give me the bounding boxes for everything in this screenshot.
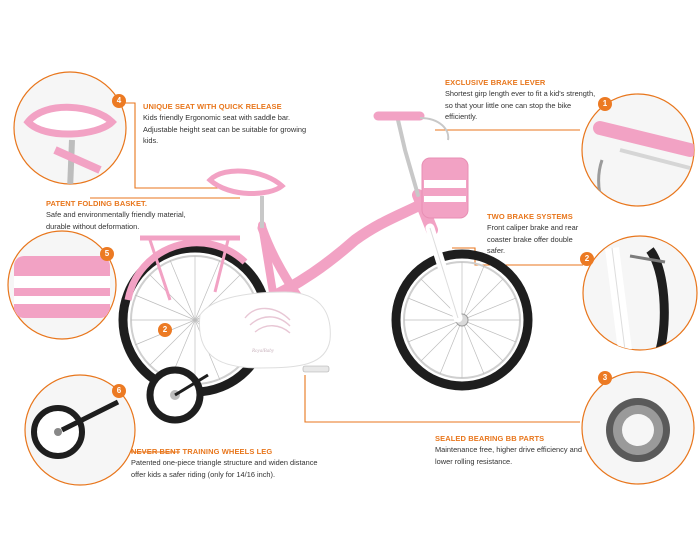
seat-detail-image bbox=[13, 71, 127, 185]
badge-caliper-brake: 2 bbox=[580, 252, 594, 266]
callout-basket: PATENT FOLDING BASKET. Safe and environm… bbox=[46, 198, 206, 232]
callout-title: TWO BRAKE SYSTEMS bbox=[487, 212, 573, 221]
callout-title: UNIQUE SEAT WITH QUICK RELEASE bbox=[143, 102, 282, 111]
callout-bearing: SEALED BEARING BB PARTS Maintenance free… bbox=[435, 433, 590, 467]
bike bbox=[118, 111, 533, 424]
training-wheel-detail-image bbox=[24, 374, 136, 486]
callout-title: SEALED BEARING BB PARTS bbox=[435, 434, 545, 443]
badge-basket: 5 bbox=[100, 247, 114, 261]
callout-title: NEVER BENT TRAINING WHEELS LEG bbox=[131, 447, 273, 456]
callout-title: EXCLUSIVE BRAKE LEVER bbox=[445, 78, 546, 87]
bearing-detail-image bbox=[581, 371, 695, 485]
callout-training-wheels: NEVER BENT TRAINING WHEELS LEG Patented … bbox=[131, 446, 331, 480]
callout-description: Shortest girp length ever to fit a kid's… bbox=[445, 89, 596, 122]
callout-brake-systems: TWO BRAKE SYSTEMS Front caliper brake an… bbox=[487, 211, 587, 257]
badge-brake-lever: 1 bbox=[598, 97, 612, 111]
brake-lever-detail-image bbox=[581, 93, 695, 207]
badge-bearing: 3 bbox=[598, 371, 612, 385]
brand-decal: RoyalBaby bbox=[252, 349, 274, 354]
callout-description: Patented one-piece triangle structure an… bbox=[131, 458, 318, 479]
callout-title: PATENT FOLDING BASKET. bbox=[46, 199, 148, 208]
callout-description: Kids friendly Ergonomic seat with saddle… bbox=[143, 113, 307, 146]
callout-brake-lever: EXCLUSIVE BRAKE LEVER Shortest girp leng… bbox=[445, 77, 597, 123]
callout-description: Maintenance free, higher drive efficienc… bbox=[435, 445, 582, 466]
callout-description: Front caliper brake and rear coaster bra… bbox=[487, 223, 579, 256]
basket-detail-image bbox=[7, 230, 117, 340]
badge-seat: 4 bbox=[112, 94, 126, 108]
badge-coaster-brake: 2 bbox=[158, 323, 172, 337]
callout-seat: UNIQUE SEAT WITH QUICK RELEASE Kids frie… bbox=[143, 101, 318, 147]
badge-training-wheel: 6 bbox=[112, 384, 126, 398]
caliper-brake-detail-image bbox=[582, 235, 698, 351]
callout-description: Safe and environmentally friendly materi… bbox=[46, 210, 186, 231]
